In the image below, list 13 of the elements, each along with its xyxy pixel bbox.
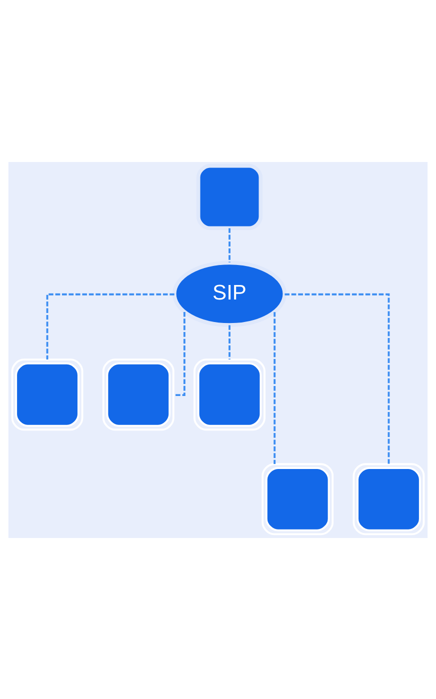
- node-ellipse: SIP: [172, 260, 287, 326]
- node-person: [194, 358, 266, 430]
- connector: [46, 292, 174, 360]
- connector: [274, 312, 276, 464]
- node-person: [11, 358, 84, 430]
- node-person: [102, 358, 174, 430]
- connector: [174, 311, 186, 396]
- node-person: [262, 462, 334, 535]
- connector: [228, 228, 230, 262]
- node-box: [196, 163, 263, 230]
- connector: [284, 292, 390, 464]
- node-person: [352, 462, 425, 535]
- connector: [228, 324, 230, 359]
